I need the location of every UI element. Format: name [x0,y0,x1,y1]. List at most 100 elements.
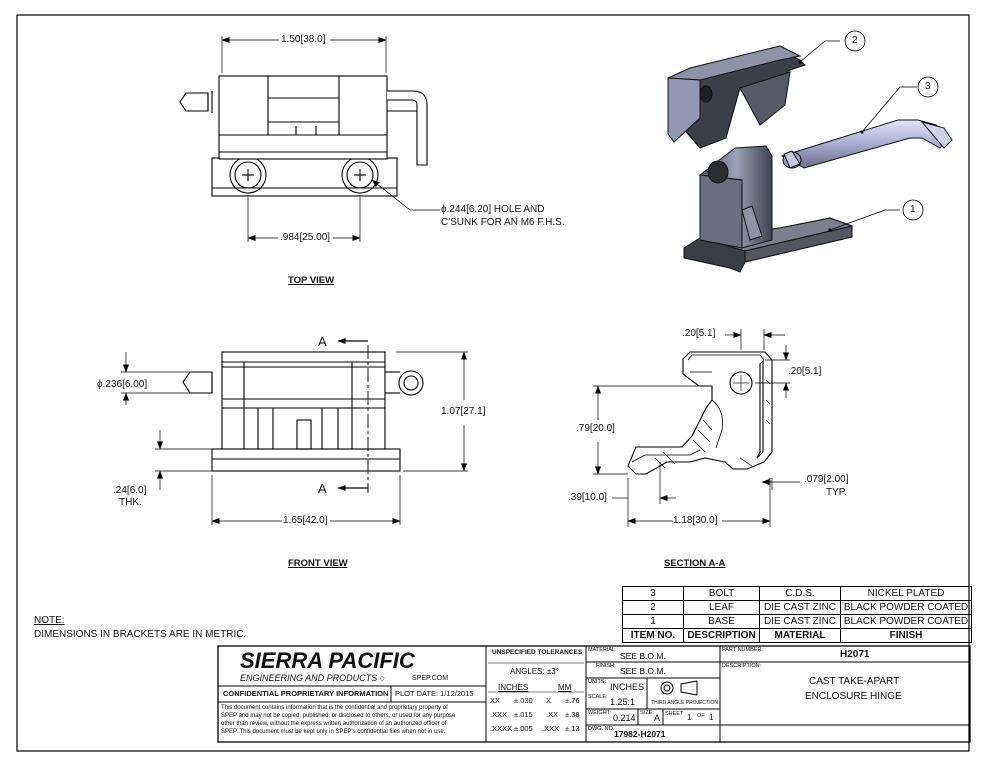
tol-cell: ±.38 [565,710,580,719]
dim-sec-base: .39[10.0] [568,492,607,503]
sheet-border [16,14,970,752]
isometric-view [667,45,953,273]
bom-cell: NICKEL PLATED [840,586,972,601]
tol-cell: ±.13 [565,724,580,733]
finish-label: FINISH: [596,663,616,669]
bom-header: ITEM NO. [622,628,684,643]
tol-cell: ±.76 [565,696,580,705]
sheet-of-label: OF [697,713,705,719]
bom-header: MATERIAL [759,628,841,643]
section-a-a [593,329,800,527]
bom-cell: LEAF [683,600,760,615]
bom-row: 2 LEAF DIE CAST ZINC BLACK POWDER COATED [622,600,972,615]
description-label: DESCRIPTION: [722,663,762,669]
bom-cell: C.D.S. [759,586,841,601]
tol-cell: .XXX [542,724,560,733]
note-title: NOTE: [34,615,65,626]
bill-of-materials: 3 BOLT C.D.S. NICKEL PLATED 2 LEAF DIE C… [622,586,972,643]
dim-hole-spacing: .984[25.00] [280,232,331,243]
dim-hole-note-2: C'SUNK FOR AN M6 F.H.S. [441,217,565,228]
top-view [179,36,440,242]
dim-thk-label: THK. [119,497,142,508]
dim-sec-height: .79[20.0] [576,423,615,434]
dim-sec-typ: TYP. [826,487,847,498]
bom-row: 3 BOLT C.D.S. NICKEL PLATED [622,586,972,601]
finish-value: SEE B.O.M. [620,666,666,676]
bom-header-row: ITEM NO. DESCRIPTION MATERIAL FINISH [622,628,972,643]
units-label: UNITS: [588,679,607,685]
projection-label: THIRD ANGLE PROJECTION [651,700,718,706]
section-marker-a-bottom: A [318,481,327,496]
weight-label: WEIGHT: [588,710,611,716]
size-label: SIZE: [640,710,654,716]
bom-header: DESCRIPTION [683,628,760,643]
legal-line: SPEP and may not be copied, published, o… [221,713,456,719]
dim-sec-top: .20[5.1] [682,328,716,339]
sheet-value: 1 [687,713,692,722]
tolerance-mm-header: MM [558,683,572,692]
bom-header: FINISH [840,628,972,643]
bom-cell: BLACK POWDER COATED [840,614,972,629]
tol-cell: .XXX [490,710,508,719]
scale-label: SCALE: [588,694,608,700]
legal-line: other than review, without the express w… [221,721,447,727]
note-text: DIMENSIONS IN BRACKETS ARE IN METRIC. [34,629,247,640]
dim-top-width: 1.50[38.0] [281,34,326,45]
dim-pin-dia: ϕ.236[6.00] [97,379,148,390]
dim-height: 1.07[27.1] [441,406,486,417]
balloon-3: 3 [925,81,931,92]
balloon-1: 1 [910,204,916,215]
tol-cell: .XX [546,710,559,719]
legal-line: SPEP. This document must be kept only in… [221,729,446,735]
tol-cell: X [546,696,552,705]
bom-cell: BOLT [683,586,760,601]
dim-thickness: .24[6.0] [113,485,147,496]
dwg-label: DWG. NO. [588,726,615,732]
section-marker-a-top: A [318,334,327,349]
description-line-1: CAST TAKE-APART [809,676,900,687]
tolerances-title: UNSPECIFIED TOLERANCES [492,649,583,656]
confidential-label: CONFIDENTIAL PROPRIETARY INFORMATION [223,689,389,698]
dwg-number: 17982-H2071 [614,729,666,739]
dim-sec-width: 1.18[30.0] [673,515,718,526]
dim-front-width: 1.65[42.0] [283,515,328,526]
bom-cell: 1 [622,614,684,629]
sheet-label: SHEET [665,711,684,717]
tol-cell: ±.015 [514,710,533,719]
bom-cell: DIE CAST ZINC [759,614,841,629]
company-name: SIERRA PACIFIC [240,648,415,673]
front-view [121,338,468,525]
top-view-label: TOP VIEW [288,275,335,286]
tol-cell: .XXXX [490,724,513,733]
tolerance-angles: ANGLES: ±3° [510,667,559,676]
tol-cell: XX [490,696,501,705]
bom-cell: BLACK POWDER COATED [840,600,972,615]
part-number-label: PART NUMBER: [722,647,763,653]
scale-value: 1.25:1 [610,697,636,707]
sheet-total: 1 [709,713,714,722]
title-block-lines [217,645,971,743]
bom-cell: DIE CAST ZINC [759,600,841,615]
bom-cell: 3 [622,586,684,601]
bom-row: 1 BASE DIE CAST ZINC BLACK POWDER COATED [622,614,972,629]
dim-sec-wall: .079[2.00] [804,474,849,485]
weight-value: 0.214 [613,713,636,723]
plot-date: PLOT DATE: 1/12/2015 [395,689,474,698]
legal-line: This document contains information that … [221,705,448,711]
section-view-label: SECTION A-A [664,558,726,569]
dim-hole-note: ϕ.244[6.20] HOLE AND [441,204,545,215]
material-value: SEE B.O.M. [620,651,666,661]
company-website: SPEP.COM [412,675,449,682]
dim-sec-right: .20[5.1] [788,366,822,377]
front-base [211,448,401,472]
units-value: INCHES [610,682,645,692]
size-value: A [654,713,661,723]
part-number: H2071 [840,649,870,660]
tolerance-inches-header: INCHES [498,683,529,692]
bom-cell: BASE [683,614,760,629]
material-label: MATERIAL: [588,647,617,653]
description-line-2: ENCLOSURE HINGE [805,691,902,702]
company-division: ENGINEERING AND PRODUCTS ○ [240,673,386,683]
balloon-leaders [798,30,939,232]
